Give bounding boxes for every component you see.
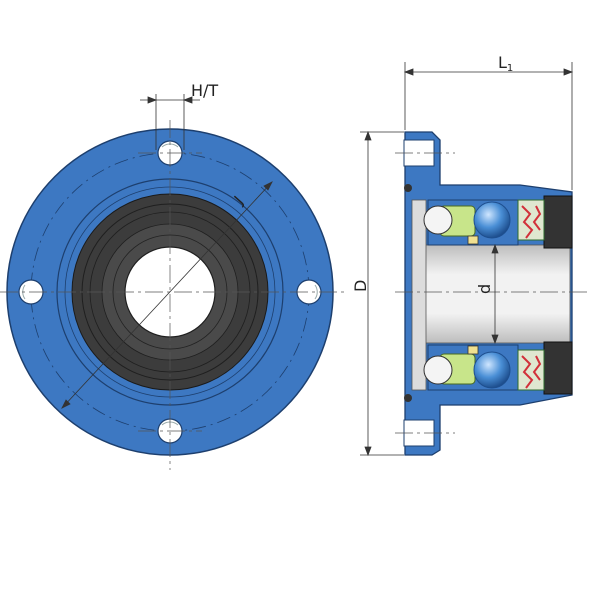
front-centerlines — [0, 120, 345, 470]
outer-diameter-dimension — [360, 130, 404, 457]
bolt-hole-label: H/T — [191, 81, 218, 100]
outer-diameter-label: D — [351, 280, 370, 292]
lower-bearing — [423, 345, 511, 389]
bore-label: d — [475, 284, 494, 294]
upper-bearing — [423, 201, 511, 245]
bolt-hole-dimension — [140, 94, 200, 150]
seal-detail-lower — [517, 349, 545, 391]
seal-detail-upper — [517, 199, 545, 241]
length-label: L1 — [498, 53, 513, 74]
front-view: H/T J — [0, 81, 345, 470]
pitch-diameter-dimension — [61, 181, 273, 409]
end-seal-upper — [543, 195, 573, 249]
end-seal-lower — [543, 341, 573, 395]
length-dimension — [403, 62, 574, 190]
bore-dimension — [491, 243, 499, 345]
side-view: L1 D d — [351, 53, 590, 457]
